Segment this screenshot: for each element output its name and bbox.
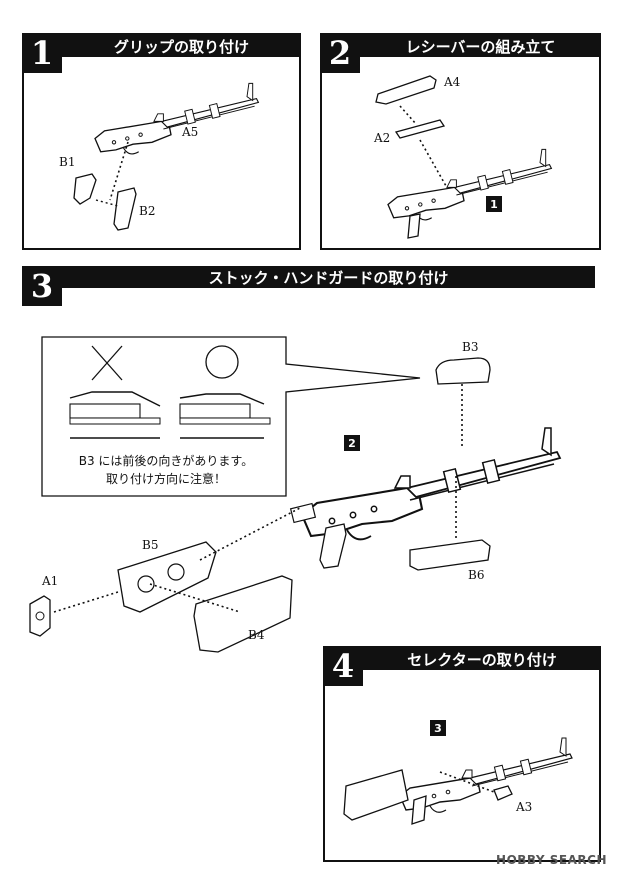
step1-title: グリップの取り付け <box>24 35 299 57</box>
step3-title: ストック・ハンドガードの取り付け <box>22 266 595 288</box>
label-a1: A1 <box>42 574 59 588</box>
ref-step1: 1 <box>486 196 502 212</box>
step2-panel: レシーバーの組み立て 2 <box>320 33 601 250</box>
step3-number: 3 <box>22 266 62 306</box>
a1-part <box>29 595 51 637</box>
b5-part <box>117 541 217 613</box>
label-b3: B3 <box>462 340 479 354</box>
b2-part <box>113 187 137 231</box>
watermark: HOBBY SEARCH <box>496 853 607 867</box>
step4-title: セレクターの取り付け <box>325 648 599 670</box>
step1-number: 1 <box>22 33 62 73</box>
label-b1: B1 <box>59 155 76 169</box>
b6-part <box>409 539 491 571</box>
wrong-orientation-mark: × <box>107 356 108 357</box>
b1-part <box>73 173 97 205</box>
label-a2: A2 <box>374 131 391 145</box>
right-orientation-mark: ○ <box>222 356 223 357</box>
label-b2: B2 <box>139 204 156 218</box>
note-line-1: B3 には前後の向きがあります。 <box>78 454 254 468</box>
step1-guide-line <box>109 141 129 201</box>
b4-part <box>193 575 293 653</box>
label-a5: A5 <box>182 125 199 139</box>
a2-part <box>394 119 446 139</box>
a3-part <box>493 785 513 801</box>
label-a3: A3 <box>516 800 533 814</box>
step4-panel: セレクターの取り付け 4 <box>323 646 601 862</box>
label-a4: A4 <box>444 75 461 89</box>
note-line-2: 取り付け方向に注意！ <box>105 472 226 486</box>
ref-step3: 3 <box>430 720 446 736</box>
step1-panel: グリップの取り付け 1 <box>22 33 301 250</box>
step2-title: レシーバーの組み立て <box>322 35 599 57</box>
step2-number: 2 <box>320 33 360 73</box>
label-b4: B4 <box>248 628 265 642</box>
label-b6: B6 <box>468 568 485 582</box>
b3-part <box>435 357 491 385</box>
step4-number: 4 <box>323 646 363 686</box>
ref-step2: 2 <box>344 435 360 451</box>
label-b5: B5 <box>142 538 159 552</box>
a4-part <box>375 75 437 105</box>
